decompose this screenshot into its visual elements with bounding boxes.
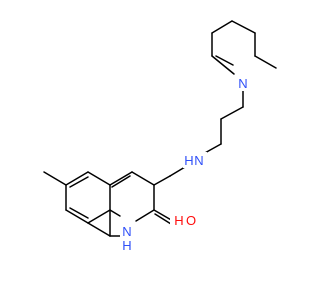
molecule-diagram: N H N N H H O: [43, 20, 277, 254]
bond: [111, 175, 131, 188]
bond: [154, 213, 172, 225]
bond: [215, 55, 234, 66]
bond: [254, 55, 277, 69]
bond: [87, 171, 111, 186]
atom-label-n-tertiary: N: [238, 76, 247, 91]
bond: [135, 209, 155, 222]
bond: [231, 20, 256, 34]
atom-label-h-amine: H: [184, 153, 193, 168]
bond: [211, 55, 235, 75]
bond: [87, 209, 111, 224]
bond: [153, 209, 174, 222]
bond: [69, 176, 89, 188]
atom-label-n-lactam: N: [122, 224, 131, 239]
bond: [43, 171, 67, 186]
bond: [153, 175, 171, 186]
bond: [211, 20, 233, 34]
bond: [109, 209, 121, 217]
bond: [131, 171, 155, 186]
bond: [69, 207, 89, 219]
atom-label-h-hydroxyl: H: [174, 213, 183, 228]
structure-canvas: N H N N H H O: [43, 20, 277, 254]
bond: [65, 209, 89, 224]
atom-label-n-amine: N: [194, 153, 203, 168]
bond: [65, 171, 89, 186]
bond: [109, 171, 133, 186]
bond: [87, 222, 111, 237]
atom-label-o-hydroxyl: O: [186, 213, 196, 228]
atom-label-h-lactam: H: [122, 238, 131, 253]
bond: [220, 106, 244, 120]
